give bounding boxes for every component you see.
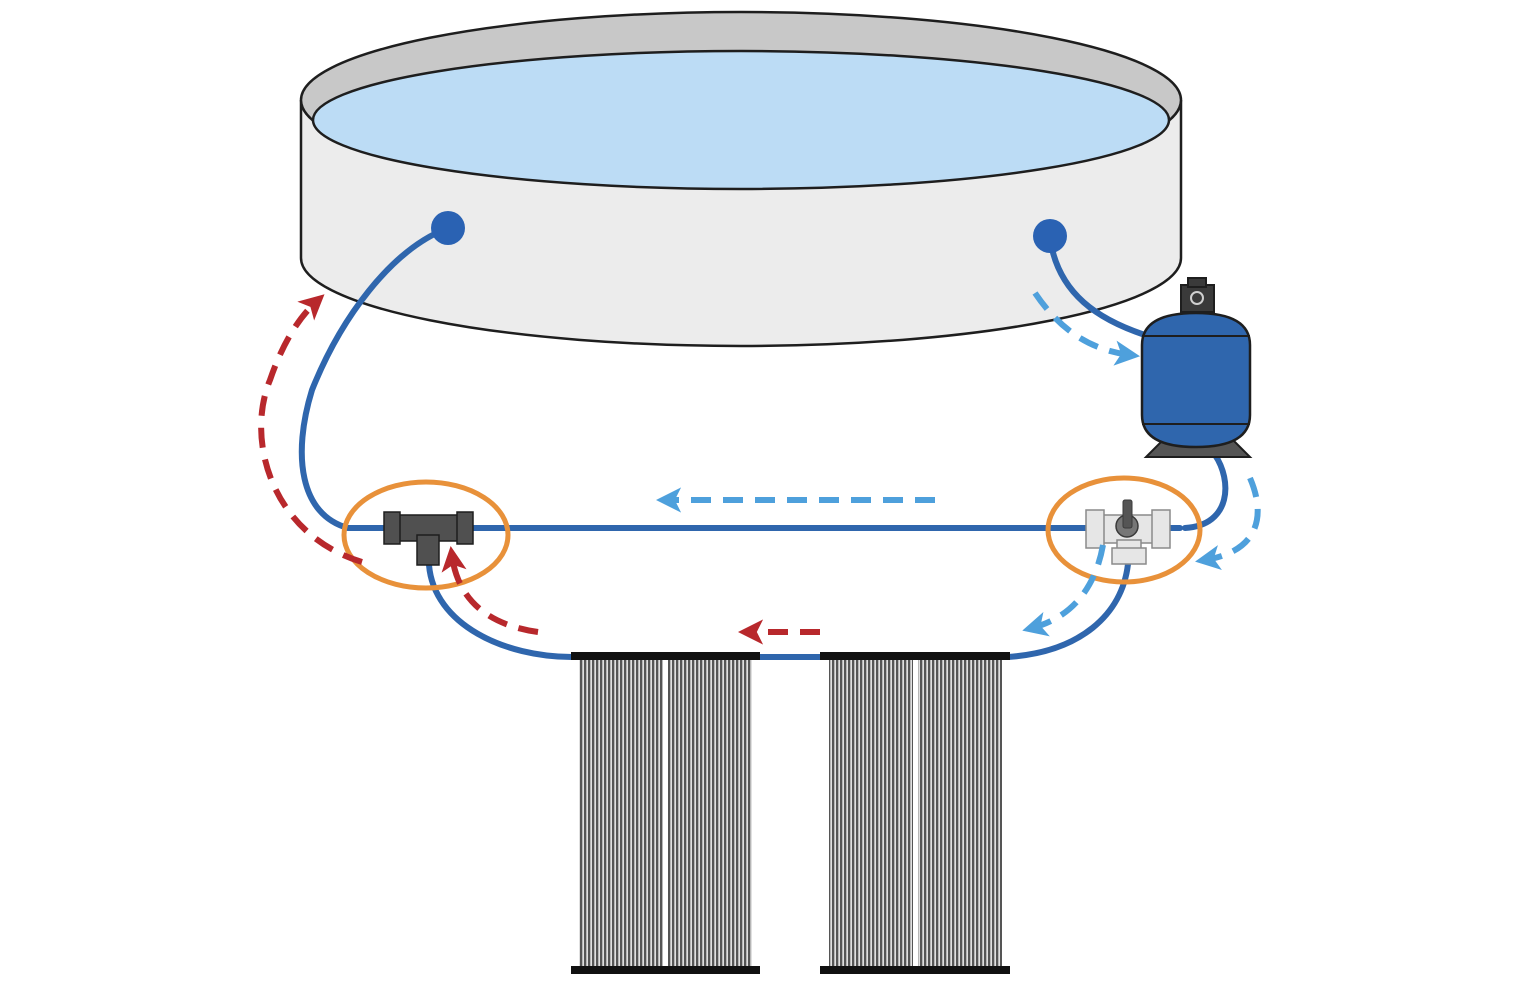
- valve-right-port: [1151, 509, 1171, 549]
- solar-panels: [571, 652, 1010, 974]
- valve-left-port: [1085, 509, 1105, 549]
- flow-arrow-icon: [1032, 291, 1141, 366]
- flow-arrow-icon: [1195, 476, 1261, 571]
- pump-outlet-pipe: [1182, 452, 1229, 531]
- solar-heater-panel-icon: [918, 659, 1002, 967]
- panel-return-pipe: [426, 562, 575, 660]
- panel-header-bar-right: [820, 652, 1010, 660]
- valve-highlight-ring: [1045, 475, 1203, 585]
- tee-right-collar: [456, 511, 474, 545]
- panel-4: [918, 659, 1002, 967]
- valve-bottom-port: [1111, 547, 1147, 565]
- panel-header-bar-left: [571, 652, 760, 660]
- pool: [299, 10, 1183, 348]
- pump-motor: [1180, 284, 1215, 313]
- solar-heater-panel-icon: [668, 659, 752, 967]
- pump-gauge: [1190, 291, 1204, 305]
- pool-outlet-pipe: [1047, 235, 1148, 338]
- solar-heater-panel-icon: [829, 659, 913, 967]
- panel-footer-bar-left: [571, 966, 760, 974]
- pump-tank: [1140, 311, 1252, 449]
- tee-fitting-icon: [383, 511, 474, 566]
- tee-left-collar: [383, 511, 401, 545]
- warm-flow-arrows: [258, 294, 820, 645]
- flow-arrow-icon: [258, 294, 363, 565]
- pool-water: [311, 49, 1171, 191]
- tee-highlight-ring: [341, 479, 511, 591]
- sand-filter-pump-icon: [1140, 277, 1253, 458]
- flow-arrow-icon: [441, 546, 539, 635]
- panel-2: [668, 659, 752, 967]
- three-way-valve-icon: [1085, 499, 1171, 565]
- pool-outlet-port: [1033, 219, 1067, 253]
- cold-flow-arrows: [655, 291, 1261, 637]
- panel-3: [829, 659, 913, 967]
- valve-handle[interactable]: [1122, 499, 1133, 529]
- panel-footer-bar-right: [820, 966, 1010, 974]
- pump-motor-cap: [1187, 277, 1207, 288]
- flow-arrow-icon: [1022, 544, 1106, 637]
- pool-inlet-port: [431, 211, 465, 245]
- tee-branch: [416, 534, 440, 566]
- panel-1: [579, 659, 663, 967]
- solar-heater-panel-icon: [579, 659, 663, 967]
- return-pipe: [298, 225, 451, 531]
